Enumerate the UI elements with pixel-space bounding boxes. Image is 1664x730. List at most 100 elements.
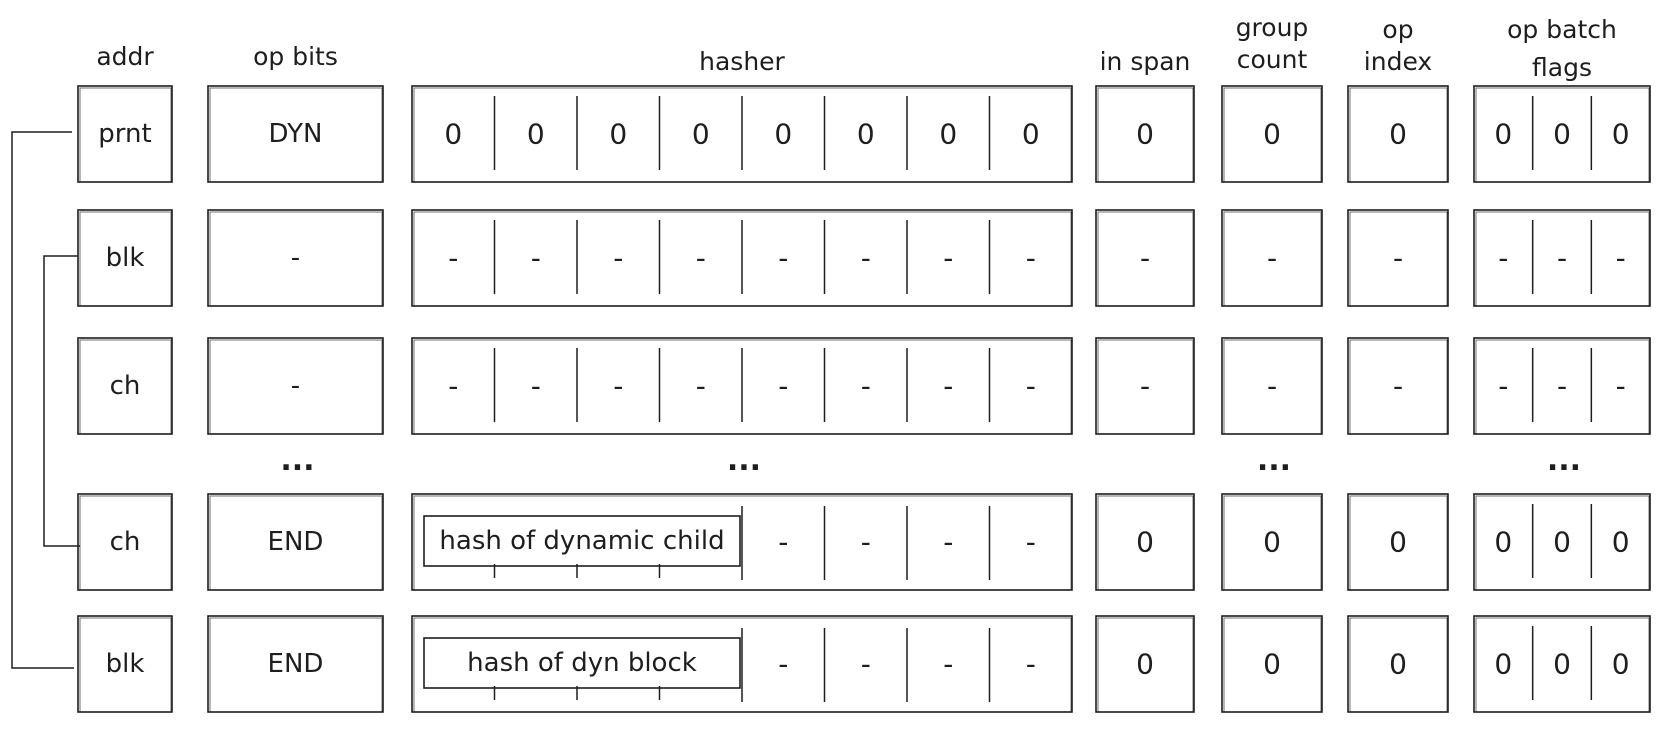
hasher-cell [411, 493, 1073, 591]
hasher-element: 0 [774, 118, 792, 151]
in-span-cell [1095, 337, 1195, 435]
header-op-index-line1: op [1382, 15, 1413, 44]
addr-value: ch [110, 527, 141, 557]
op-bits-value: - [291, 243, 300, 273]
addr-cell [77, 209, 173, 307]
hasher-element: - [943, 648, 953, 681]
parent-child-links [11, 131, 80, 669]
group-count-value: 0 [1263, 648, 1281, 681]
header-group-count-line2: count [1237, 45, 1308, 74]
hasher-element: 0 [857, 118, 875, 151]
ellipsis: ... [1257, 443, 1291, 478]
op-index-value: - [1393, 242, 1403, 275]
ellipsis: ... [280, 443, 314, 478]
op-batch-flags-cell [1473, 615, 1651, 713]
op-batch-flags-cell [1473, 209, 1651, 307]
op-bits-value: END [268, 649, 324, 679]
op-index-value: 0 [1389, 526, 1407, 559]
op-batch-flag: 0 [1553, 118, 1571, 151]
op-bits-value: END [268, 527, 324, 557]
group-count-cell [1221, 337, 1323, 435]
header-op-batch-flags-line1: op batch [1507, 15, 1617, 44]
op-bits-cell [207, 337, 384, 435]
header-addr: addr [96, 42, 154, 71]
group-count-cell [1221, 493, 1323, 591]
op-batch-flags-cell [1473, 337, 1651, 435]
hasher-element: - [531, 242, 541, 275]
op-batch-flag: - [1498, 370, 1508, 403]
hasher-element: - [696, 242, 706, 275]
hasher-cell [411, 615, 1073, 713]
in-span-cell [1095, 209, 1195, 307]
in-span-cell [1095, 615, 1195, 713]
hasher-element: - [1026, 242, 1036, 275]
hasher-cell [411, 85, 1073, 183]
op-index-cell [1347, 209, 1449, 307]
hasher-element: - [943, 370, 953, 403]
group-count-value: - [1267, 242, 1277, 275]
op-batch-flag: - [1616, 370, 1626, 403]
hasher-element: - [943, 526, 953, 559]
ellipsis: ... [1547, 443, 1581, 478]
group-count-cell [1221, 85, 1323, 183]
op-batch-flag: 0 [1553, 526, 1571, 559]
hash-label-text: hash of dyn block [467, 648, 697, 678]
hasher-element: - [1026, 370, 1036, 403]
op-bits-value: - [291, 371, 300, 401]
header-op-batch-flags-line2: flags [1532, 53, 1592, 82]
op-batch-flag: 0 [1494, 118, 1512, 151]
op-batch-flag: 0 [1612, 648, 1630, 681]
op-batch-flag: - [1557, 242, 1567, 275]
op-batch-flag: 0 [1612, 526, 1630, 559]
op-index-value: 0 [1389, 648, 1407, 681]
in-span-value: - [1140, 242, 1150, 275]
hasher-element: 0 [609, 118, 627, 151]
op-batch-flag: 0 [1494, 648, 1512, 681]
hasher-element: - [448, 370, 458, 403]
op-batch-flag: - [1557, 370, 1567, 403]
hasher-element: - [613, 242, 623, 275]
hasher-element: - [531, 370, 541, 403]
addr-value: blk [106, 649, 145, 679]
hasher-cell [411, 209, 1073, 307]
hasher-element: - [778, 648, 788, 681]
op-bits-cell [207, 209, 384, 307]
header-group-count-line1: group [1236, 13, 1309, 42]
group-count-value: 0 [1263, 118, 1281, 151]
hasher-cell [411, 337, 1073, 435]
in-span-value: 0 [1136, 648, 1154, 681]
hasher-element: - [448, 242, 458, 275]
op-batch-flag: - [1616, 242, 1626, 275]
blk-to-ch-link [43, 255, 80, 547]
in-span-cell [1095, 85, 1195, 183]
op-batch-flag: - [1498, 242, 1508, 275]
header-op-index-line2: index [1364, 47, 1432, 76]
addr-value: ch [110, 371, 141, 401]
trace-row: blk--------------- [77, 209, 1651, 307]
header-hasher: hasher [699, 47, 785, 76]
op-bits-cell [207, 493, 384, 591]
hasher-element: 0 [527, 118, 545, 151]
hasher-element: - [943, 242, 953, 275]
trace-row: ch--------------- [77, 337, 1651, 435]
op-batch-flag: 0 [1612, 118, 1630, 151]
hasher-element: 0 [939, 118, 957, 151]
header-op-bits: op bits [253, 42, 338, 71]
group-count-value: 0 [1263, 526, 1281, 559]
ellipsis: ... [727, 443, 761, 478]
op-index-cell [1347, 85, 1449, 183]
group-count-cell [1221, 209, 1323, 307]
op-index-cell [1347, 493, 1449, 591]
ellipsis-row: ............ [280, 443, 1581, 478]
op-index-value: 0 [1389, 118, 1407, 151]
prnt-to-blk-link [11, 131, 74, 669]
hash-label-text: hash of dynamic child [439, 526, 724, 556]
in-span-cell [1095, 493, 1195, 591]
group-count-value: - [1267, 370, 1277, 403]
addr-cell [77, 493, 173, 591]
